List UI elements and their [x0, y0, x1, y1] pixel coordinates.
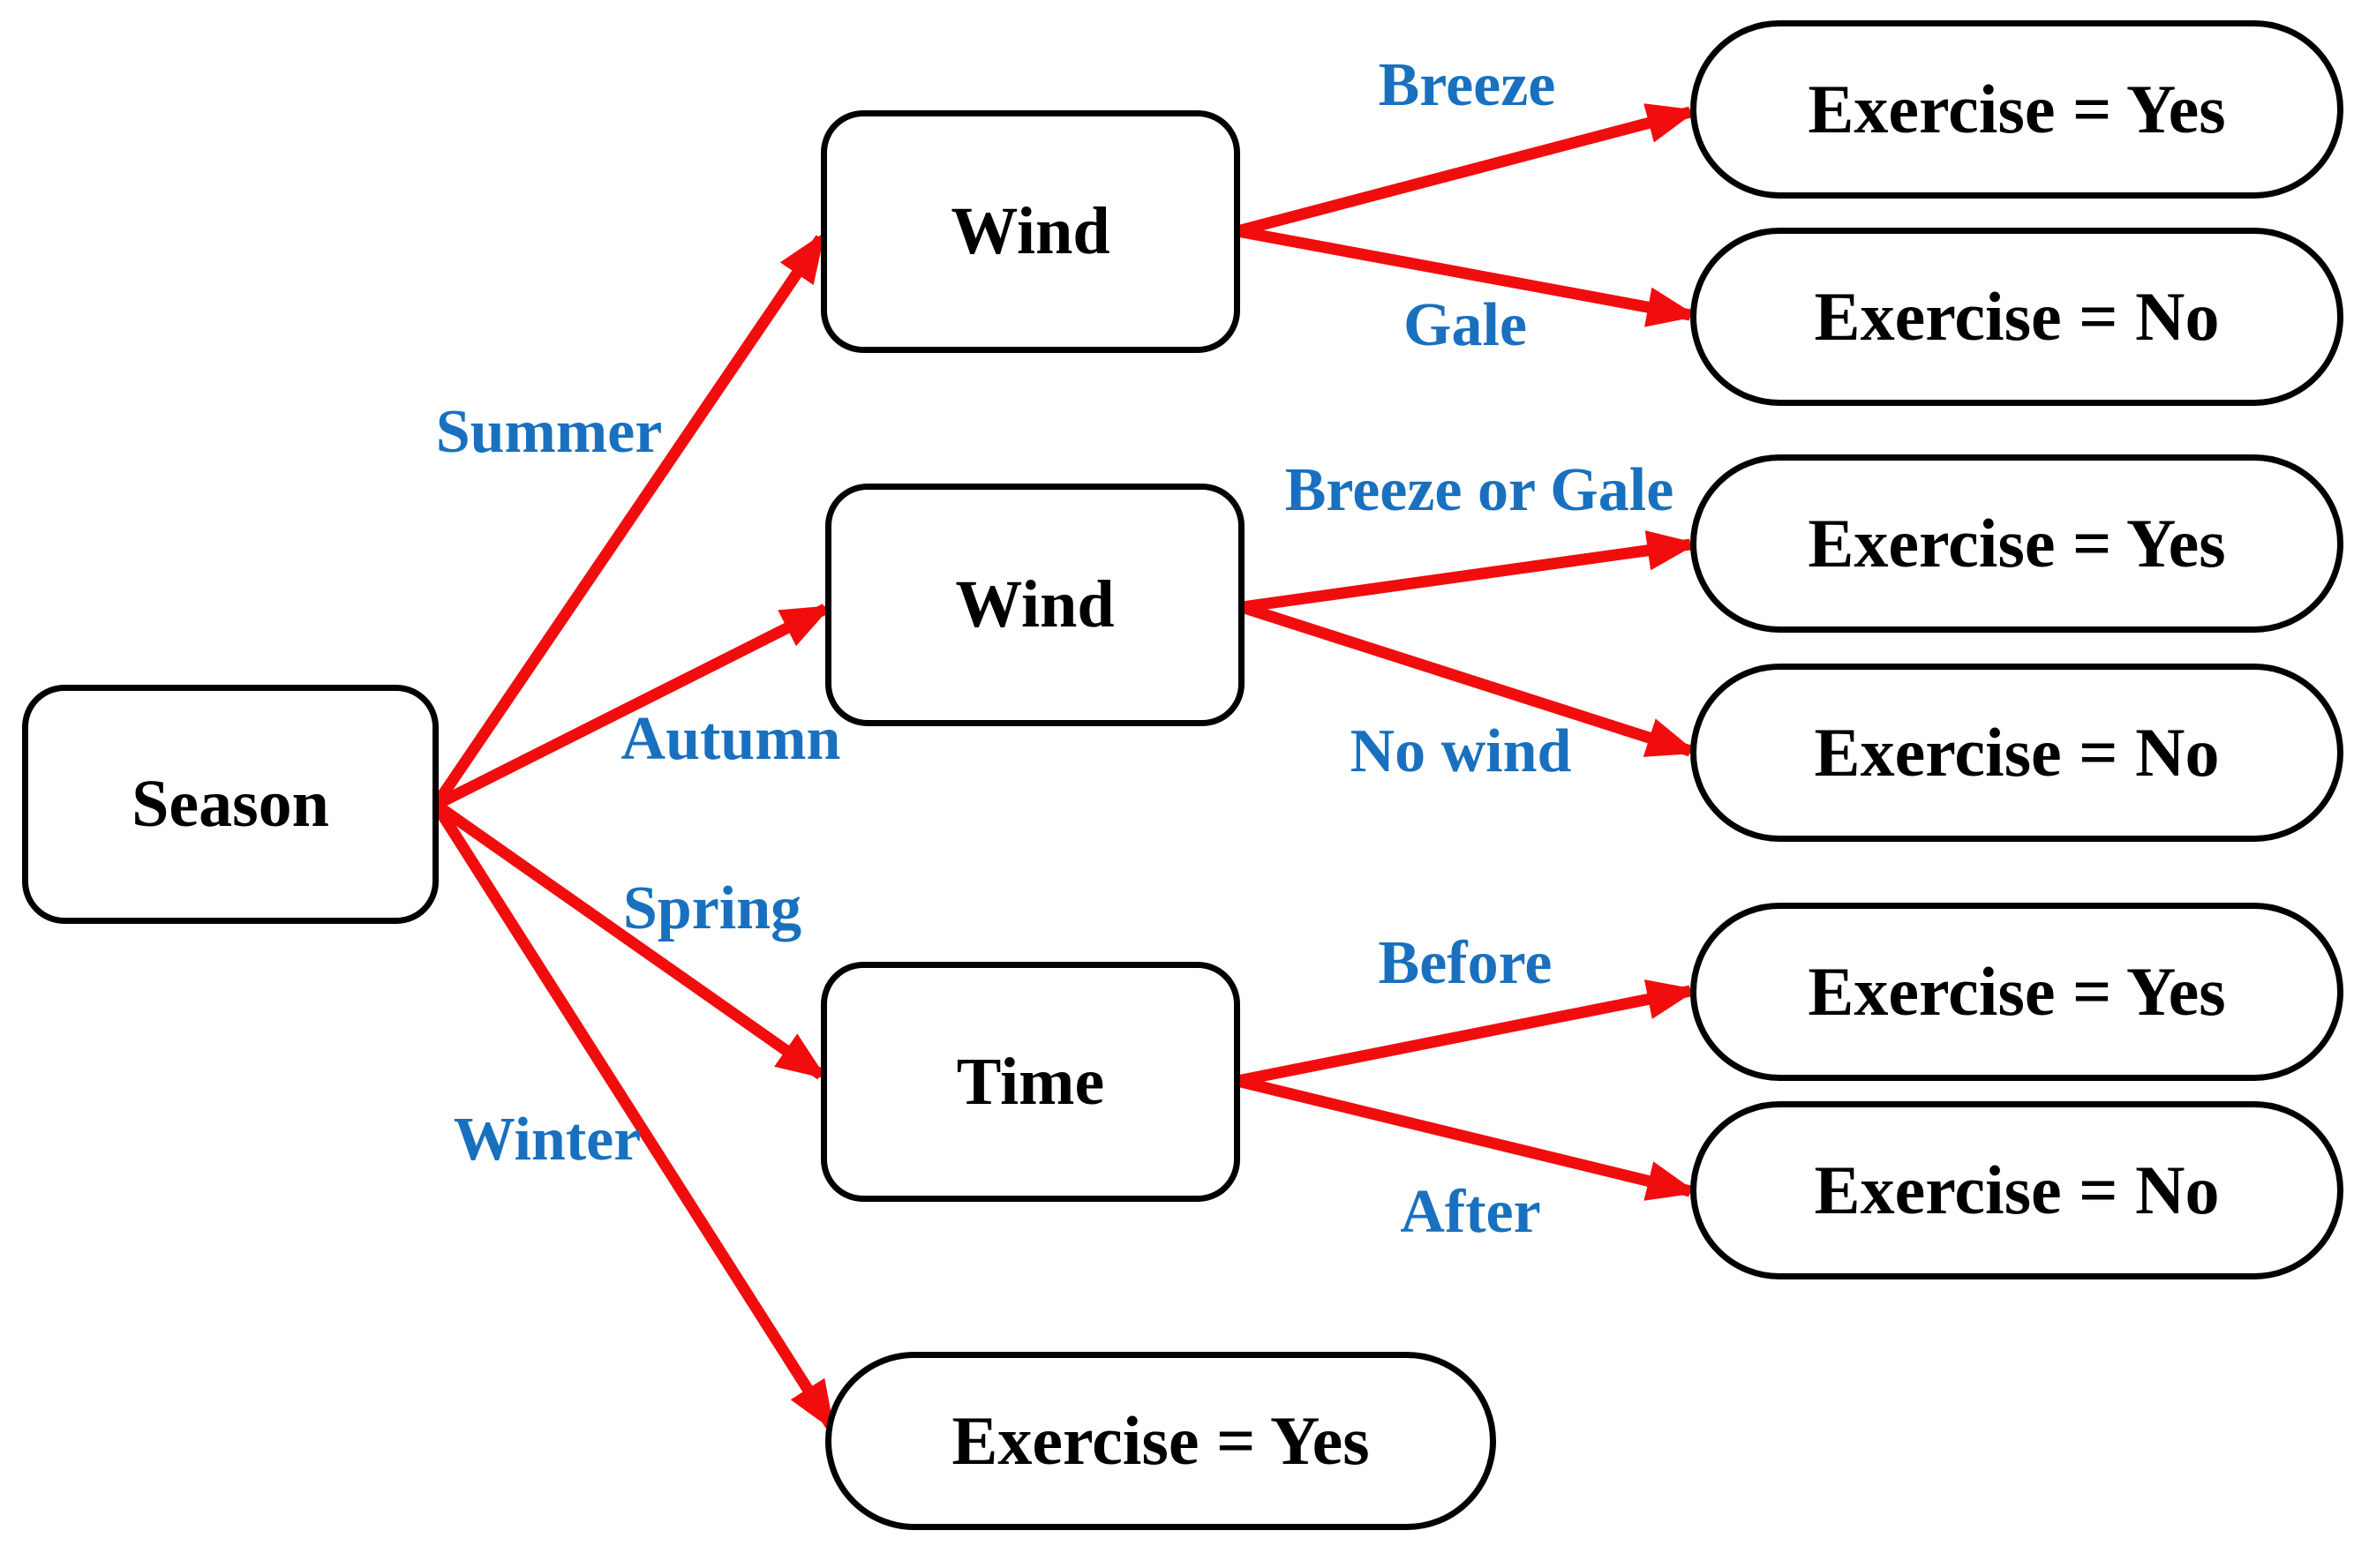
- edge-spring-arrow: [432, 799, 828, 1080]
- edge-label-winter: Winter: [453, 1106, 642, 1174]
- node-time-spring: Time: [821, 962, 1240, 1202]
- edge-label-spring: Spring: [622, 874, 802, 942]
- edge-no-wind-arrow: [1240, 601, 1698, 757]
- leaf-spring-before-label: Exercise = Yes: [1808, 953, 2226, 1030]
- edge-autumn-arrow: [433, 604, 832, 810]
- leaf-winter: Exercise = Yes: [825, 1352, 1496, 1530]
- node-season-label: Season: [132, 767, 329, 841]
- edge-summer-arrow: [431, 231, 826, 808]
- node-season: Season: [22, 685, 439, 924]
- edge-label-no-wind: No wind: [1350, 717, 1572, 785]
- edge-label-before: Before: [1378, 929, 1553, 997]
- leaf-spring-after: Exercise = No: [1690, 1101, 2343, 1279]
- edge-label-autumn: Autumn: [620, 705, 841, 773]
- edge-after-arrow: [1236, 1075, 1698, 1201]
- node-time-spring-label: Time: [956, 1044, 1105, 1119]
- leaf-autumn-no-wind-label: Exercise = No: [1814, 714, 2220, 791]
- node-wind-autumn-label: Wind: [955, 567, 1115, 641]
- edge-breeze-arrow: [1236, 103, 1698, 237]
- edge-gale-arrow: [1236, 225, 1698, 327]
- leaf-summer-breeze-label: Exercise = Yes: [1808, 71, 2226, 147]
- edge-winter-arrow: [431, 801, 836, 1432]
- leaf-winter-label: Exercise = Yes: [951, 1402, 1370, 1479]
- leaf-autumn-wind-label: Exercise = Yes: [1808, 505, 2226, 581]
- leaf-spring-after-label: Exercise = No: [1814, 1152, 2220, 1228]
- edge-label-breeze-or-gale: Breeze or Gale: [1284, 456, 1674, 524]
- leaf-summer-breeze: Exercise = Yes: [1690, 20, 2343, 199]
- edge-label-breeze: Breeze: [1378, 51, 1556, 119]
- edge-label-summer: Summer: [435, 398, 663, 466]
- edge-breeze-or-gale-arrow: [1241, 530, 1698, 613]
- leaf-summer-gale: Exercise = No: [1690, 228, 2343, 406]
- edge-before-arrow: [1236, 979, 1698, 1087]
- leaf-spring-before: Exercise = Yes: [1690, 903, 2343, 1081]
- leaf-autumn-no-wind: Exercise = No: [1690, 664, 2343, 842]
- edge-label-gale: Gale: [1403, 291, 1527, 359]
- node-wind-autumn: Wind: [825, 484, 1245, 726]
- leaf-autumn-wind: Exercise = Yes: [1690, 454, 2343, 633]
- node-wind-summer: Wind: [821, 110, 1240, 353]
- leaf-summer-gale-label: Exercise = No: [1814, 278, 2220, 355]
- edge-label-after: After: [1400, 1178, 1541, 1246]
- node-wind-summer-label: Wind: [951, 194, 1110, 268]
